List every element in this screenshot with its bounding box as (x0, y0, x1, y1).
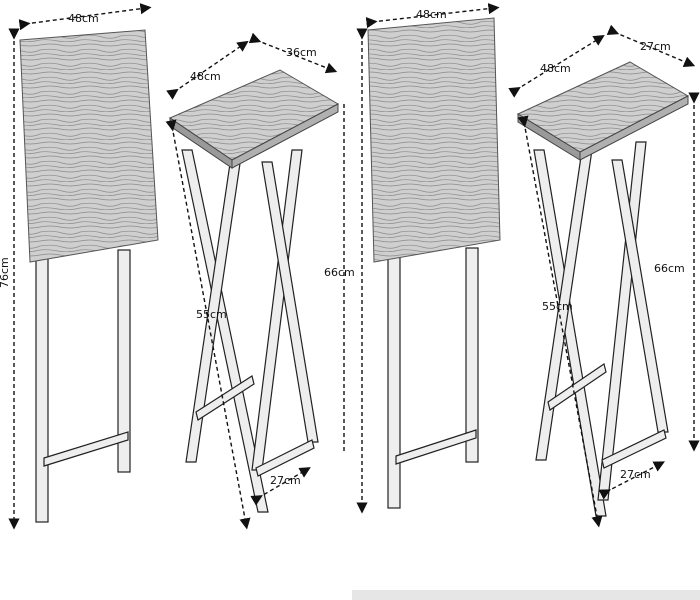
open-table-left: 36cm 48cm 55cm 27cm (165, 32, 345, 530)
open-width-label-left: 48cm (190, 70, 221, 83)
folded-leg-left-a (35, 249, 49, 523)
folded-crossbar-left (43, 431, 129, 467)
folded-crossbar-right (395, 429, 477, 465)
open-height-label-right: 66cm (654, 262, 685, 275)
open-depth-label-right: 27cm (640, 40, 671, 53)
folded-height-label-right: 66cm (324, 266, 355, 279)
folded-width-label-left: 48cm (68, 12, 99, 25)
open-width-dimension-right (508, 35, 605, 98)
open-base-label-right: 27cm (620, 468, 651, 481)
folded-leg-left-b (117, 249, 131, 473)
open-legspan-dimension-right (517, 115, 603, 528)
bottom-strip (352, 590, 700, 600)
open-table-right: 27cm 48cm 66cm 55cm 27cm (508, 24, 700, 528)
folded-width-dimension-left (18, 3, 152, 31)
open-leg-left-4 (261, 161, 319, 443)
open-tray-right (516, 61, 690, 153)
folded-tray-top-left (19, 29, 159, 263)
open-legspan-label-right: 55cm (542, 300, 573, 313)
open-leg-right-4 (611, 159, 669, 433)
open-leg-right-1 (533, 149, 607, 517)
folded-tray-top-right (367, 17, 501, 263)
folded-stand-right: 48cm 66cm (324, 3, 501, 514)
folded-width-label-right: 48cm (416, 8, 447, 21)
open-tray-left (168, 69, 340, 161)
open-width-label-right: 48cm (540, 62, 571, 75)
open-base-dimension-left (250, 467, 311, 506)
open-depth-label-left: 36cm (286, 46, 317, 59)
open-legspan-dimension-left (165, 119, 251, 530)
folded-stand-left: 48cm 76cm (0, 3, 159, 530)
folded-height-label-left: 76cm (0, 257, 11, 288)
open-base-dimension-right (598, 461, 665, 500)
open-base-label-left: 27cm (270, 474, 301, 487)
folded-leg-right-b (465, 247, 479, 463)
folded-leg-right-a (387, 247, 401, 509)
open-legspan-label-left: 55cm (196, 308, 227, 321)
open-width-dimension-left (166, 40, 249, 100)
